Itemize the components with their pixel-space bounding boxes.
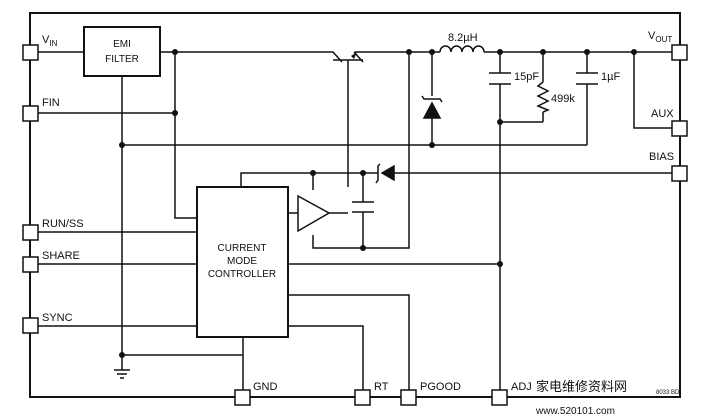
boost-cap-icon [352,201,374,213]
controller-label-1: CURRENT [218,243,267,254]
pin-aux-label: AUX [651,108,674,120]
watermark-url: www.520101.com [535,406,615,417]
pin-vin [22,44,39,61]
pin-gnd [234,389,251,406]
resistor-value: 499k [551,93,575,105]
pin-pgood [400,389,417,406]
pin-share [22,256,39,273]
cap-15pf-value: 15pF [514,71,539,83]
emi-filter-label-2: FILTER [105,54,139,65]
resistor-icon [536,81,551,113]
pins [22,44,688,406]
pin-rt-label: RT [374,381,389,393]
pin-rt [354,389,371,406]
catch-diode-icon [421,95,443,119]
wires [38,51,680,390]
watermark-text: 家电维修资料网 [536,379,627,394]
emi-filter-label-1: EMI [113,39,131,50]
pin-fin [22,105,39,122]
pin-vout [671,44,688,61]
pin-sync [22,317,39,334]
pin-pgood-label: PGOOD [420,381,461,393]
pin-adj [491,389,508,406]
amplifier-icon [297,194,331,233]
inductor-value: 8.2µH [448,32,478,44]
cap-1uf-value: 1µF [601,71,620,83]
pin-vin-label: VIN [42,34,58,48]
pin-adj-label: ADJ [511,381,532,393]
pin-aux [671,120,688,137]
boost-diode-icon [375,163,395,184]
junction-dots [119,49,637,358]
controller-label-2: MODE [227,256,257,267]
pin-run-ss-label: RUN/SS [42,218,84,230]
pin-gnd-label: GND [253,381,278,393]
controller-label-3: CONTROLLER [208,269,276,280]
pin-share-label: SHARE [42,250,80,262]
current-mode-controller-block: CURRENT MODE CONTROLLER [196,186,289,338]
transistor-arrow-icon [351,52,357,59]
cap-15pf-icon [489,72,511,85]
inductor-icon [439,45,485,53]
pin-vout-label: VOUT [648,30,672,44]
figure-code: 8033 BD [656,390,680,396]
emi-filter-block: EMI FILTER [83,26,161,77]
pin-bias-label: BIAS [649,151,674,163]
pin-run-ss [22,224,39,241]
pin-fin-label: FIN [42,97,60,109]
pin-bias [671,165,688,182]
cap-1uf-icon [576,72,598,85]
pin-sync-label: SYNC [42,312,73,324]
